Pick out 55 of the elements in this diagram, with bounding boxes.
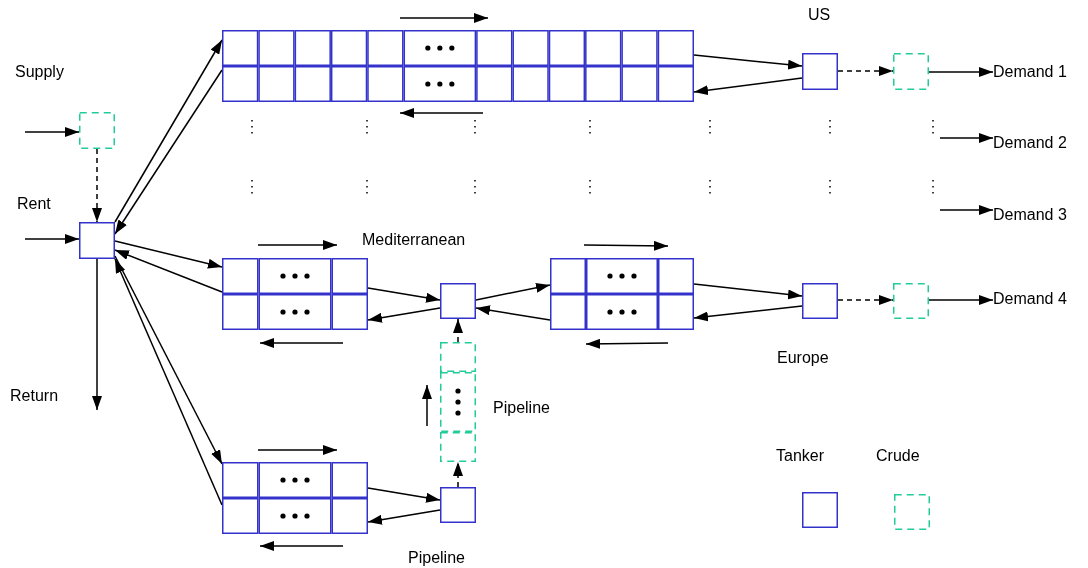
demand-label: Demand 3 [993,205,1067,225]
arrow [475,282,551,301]
tanker-box [440,487,476,523]
arrow [475,305,551,321]
legend-label: Tanker [776,446,825,466]
arrow [693,54,803,70]
arrow [928,67,994,77]
place-label: Mediterranean [362,230,466,250]
demand-label: Demand 2 [993,133,1067,153]
tanker-slot-grid [222,30,694,102]
crude-box [79,112,115,149]
arrow [928,295,994,305]
arrow [367,509,441,525]
place-label: Supply [15,62,64,82]
arrow [24,234,80,244]
pipeline-column [440,342,476,462]
arrow [114,258,223,506]
place-label: Return [10,386,59,406]
arrow [693,283,803,300]
arrow [24,127,80,137]
arrow [939,205,994,215]
arrow [453,318,463,343]
place-label: US [808,5,831,25]
arrow [367,307,441,323]
place-label: Pipeline [408,548,465,568]
demand-label: Demand 1 [993,62,1067,82]
arrow [693,77,803,96]
arrow [367,287,441,303]
arrow [114,69,223,235]
arrow [114,249,223,293]
demand-label: Demand 4 [993,289,1067,309]
arrow [453,461,463,488]
arrow [837,66,894,76]
arrow [92,258,102,411]
place-label: Europe [777,348,829,368]
tanker-box [802,283,838,319]
arrow [114,255,223,465]
tanker-slot-grid [222,258,368,330]
tanker-slot-grid [550,258,694,330]
arrow [837,295,894,305]
arrow [693,305,803,322]
tanker-box [802,53,838,90]
arrow [114,39,223,223]
place-label: Rent [17,194,51,214]
tanker-slot-grid [222,462,368,534]
arrow [939,133,994,143]
arrow [92,148,102,223]
tanker-box [79,222,115,259]
arrow [114,240,223,269]
arrow [367,487,441,503]
place-label: Pipeline [493,398,550,418]
tanker-box [440,283,476,319]
legend-label: Crude [876,446,920,466]
crude-box [893,53,929,90]
crude-box [893,283,929,319]
